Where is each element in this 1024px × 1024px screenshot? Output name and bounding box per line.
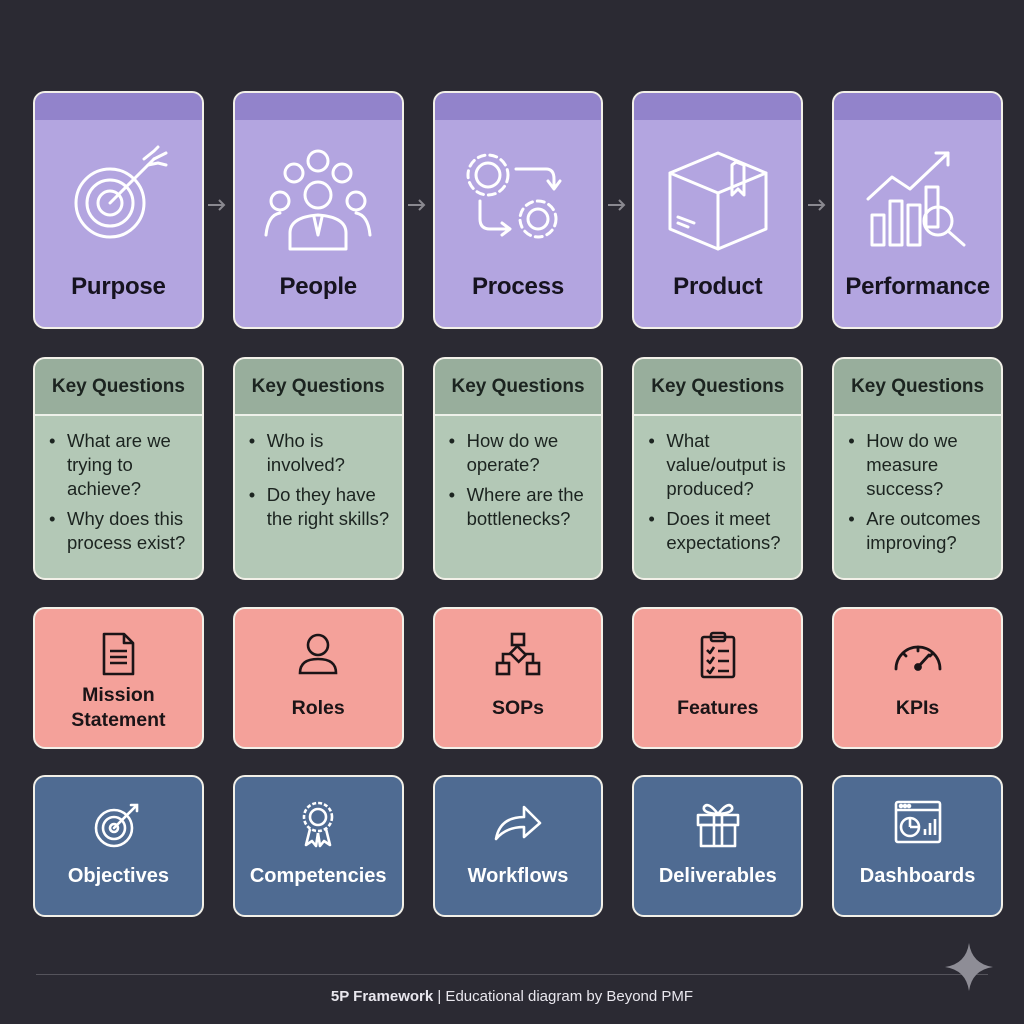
question-item: Does it meet expectations?	[648, 507, 795, 555]
output-label: Workflows	[467, 865, 569, 887]
question-item: What are we trying to achieve?	[49, 429, 196, 501]
question-item: Do they have the right skills?	[249, 483, 396, 531]
question-item: Who is involved?	[249, 429, 396, 477]
phase-card-people: People	[232, 91, 404, 329]
phase-card-performance: Performance	[832, 91, 1003, 329]
output-card-dashboards: Dashboards	[832, 775, 1003, 917]
artifact-label: SOPs	[491, 696, 544, 719]
output-label: Objectives	[67, 865, 169, 887]
gears-cycle-icon	[435, 143, 602, 253]
phase-card-process: Process	[432, 91, 604, 329]
artifact-label: Features	[677, 696, 759, 719]
clipboard-checklist-icon	[634, 631, 801, 681]
question-item: How do we measure success?	[848, 429, 995, 501]
phase-title: People	[279, 273, 357, 300]
arrow-right-icon	[208, 199, 226, 211]
growth-chart-magnifier-icon	[834, 143, 1001, 253]
artifact-card-sops: SOPs	[432, 607, 604, 749]
artifact-label: KPIs	[895, 696, 940, 719]
output-card-competencies: Competencies	[232, 775, 404, 917]
arrow-right-icon	[408, 199, 426, 211]
questions-header: Key Questions	[634, 359, 802, 416]
output-label: Deliverables	[658, 865, 777, 887]
questions-list: Who is involved? Do they have the right …	[249, 429, 396, 537]
user-icon	[235, 631, 402, 681]
questions-card-performance: Key Questions How do we measure success?…	[832, 357, 1003, 580]
questions-header: Key Questions	[834, 359, 1001, 416]
questions-list: How do we operate? Where are the bottlen…	[449, 429, 596, 537]
phase-title: Process	[471, 273, 564, 300]
sparkle-icon	[945, 943, 993, 991]
questions-header: Key Questions	[234, 359, 402, 416]
questions-list: What value/output is produced? Does it m…	[648, 429, 795, 561]
document-icon	[35, 631, 202, 681]
artifact-label: Roles	[291, 696, 345, 719]
artifact-row: Mission Statement Roles SOPs Features KP…	[33, 607, 1003, 749]
gift-icon	[634, 799, 801, 849]
output-card-workflows: Workflows	[432, 775, 604, 917]
questions-header: Key Questions	[434, 359, 602, 416]
phase-title: Performance	[845, 273, 990, 300]
artifact-card-kpis: KPIs	[832, 607, 1003, 749]
question-item: How do we operate?	[449, 429, 596, 477]
box-icon	[634, 143, 801, 253]
question-item: What value/output is produced?	[648, 429, 795, 501]
question-item: Are outcomes improving?	[848, 507, 995, 555]
questions-row: Key Questions What are we trying to achi…	[33, 357, 1003, 580]
output-row: Objectives Competencies Workflows Delive…	[33, 775, 1003, 917]
gauge-icon	[834, 631, 1001, 681]
footer-divider	[36, 974, 988, 975]
questions-list: How do we measure success? Are outcomes …	[848, 429, 995, 561]
output-card-objectives: Objectives	[33, 775, 204, 917]
questions-card-people: Key Questions Who is involved? Do they h…	[232, 357, 404, 580]
phase-title: Purpose	[71, 273, 166, 300]
artifact-card-mission-statement: Mission Statement	[33, 607, 204, 749]
team-icon	[235, 143, 402, 253]
questions-card-product: Key Questions What value/output is produ…	[632, 357, 804, 580]
footer-caption: 5P Framework | Educational diagram by Be…	[0, 988, 1024, 1005]
phase-row: Purpose People Process	[33, 91, 1003, 329]
artifact-card-roles: Roles	[232, 607, 404, 749]
target-icon	[35, 799, 202, 849]
forward-arrow-icon	[435, 799, 602, 849]
phase-card-product: Product	[632, 91, 804, 329]
artifact-label: Mission Statement	[71, 684, 166, 731]
output-card-deliverables: Deliverables	[632, 775, 804, 917]
output-label: Dashboards	[859, 865, 976, 887]
phase-card-purpose: Purpose	[33, 91, 204, 329]
questions-card-process: Key Questions How do we operate? Where a…	[432, 357, 604, 580]
output-label: Competencies	[249, 865, 387, 887]
questions-list: What are we trying to achieve? Why does …	[49, 429, 196, 561]
target-arrow-icon	[35, 143, 202, 253]
question-item: Why does this process exist?	[49, 507, 196, 555]
dashboard-window-icon	[834, 799, 1001, 849]
questions-header: Key Questions	[35, 359, 202, 416]
arrow-right-icon	[608, 199, 626, 211]
question-item: Where are the bottlenecks?	[449, 483, 596, 531]
questions-card-purpose: Key Questions What are we trying to achi…	[33, 357, 204, 580]
flowchart-icon	[435, 631, 602, 681]
phase-title: Product	[673, 273, 763, 300]
arrow-right-icon	[808, 199, 826, 211]
award-ribbon-icon	[235, 799, 402, 849]
artifact-card-features: Features	[632, 607, 804, 749]
footer-credit: | Educational diagram by Beyond PMF	[433, 988, 694, 1005]
footer-title: 5P Framework	[330, 988, 434, 1005]
